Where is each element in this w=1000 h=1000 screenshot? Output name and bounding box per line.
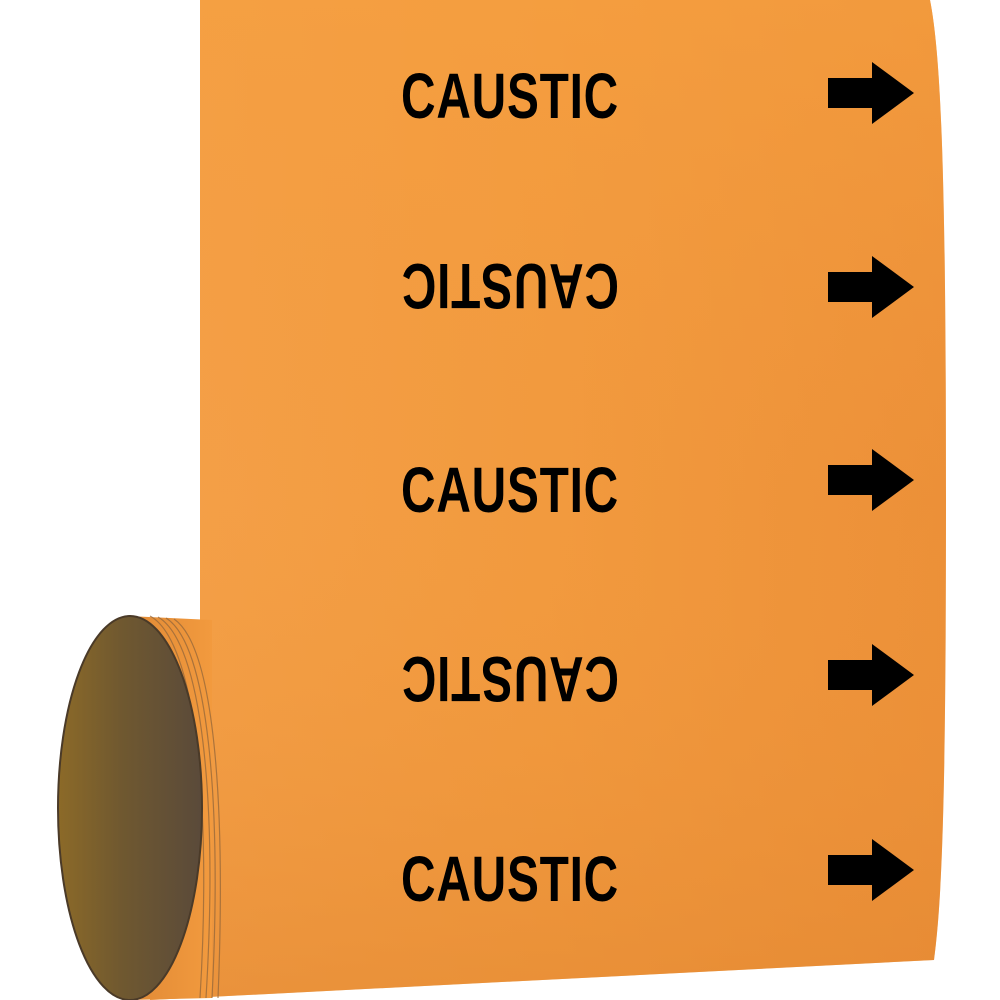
- legend-text: CAUSTIC: [401, 843, 619, 915]
- arrow-right-icon: [828, 449, 914, 511]
- roll-core-rim: [57, 615, 203, 1000]
- legend-text: CAUSTIC: [401, 60, 619, 132]
- arrow-right-icon: [828, 839, 914, 901]
- legend-row-5: CAUSTIC: [401, 839, 914, 915]
- legend-row-3: CAUSTIC: [401, 449, 914, 526]
- arrow-right-icon: [828, 62, 914, 124]
- legend-text: CAUSTIC: [401, 454, 619, 526]
- arrow-right-icon: [828, 256, 914, 318]
- legend-text: CAUSTIC: [401, 250, 619, 322]
- legend-row-1: CAUSTIC: [401, 60, 914, 132]
- legend-text: CAUSTIC: [401, 643, 619, 715]
- legend-row-2: CAUSTIC: [401, 250, 914, 322]
- tape-sheet-shading: [150, 0, 946, 1000]
- arrow-right-icon: [828, 644, 914, 706]
- legend-row-4: CAUSTIC: [401, 643, 914, 715]
- roll-core-face: [58, 616, 202, 1000]
